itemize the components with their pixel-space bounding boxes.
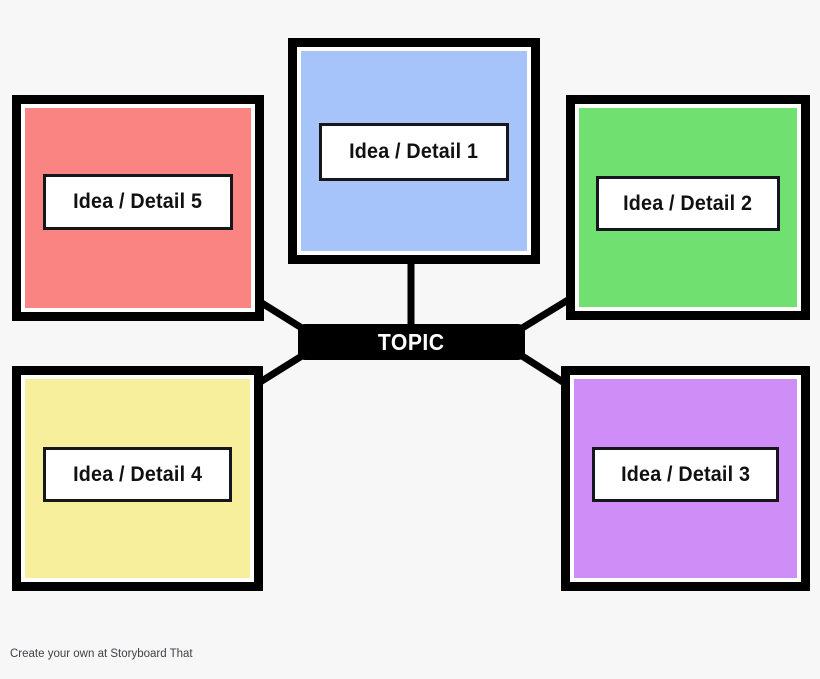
idea-node-4-label-plate[interactable]: Idea / Detail 4 <box>43 446 232 503</box>
topic-node[interactable]: TOPIC <box>298 324 525 360</box>
idea-node-3-label-plate[interactable]: Idea / Detail 3 <box>591 446 780 503</box>
idea-node-3-fill: Idea / Detail 3 <box>574 379 797 578</box>
idea-node-5-fill: Idea / Detail 5 <box>25 108 251 308</box>
idea-node-1-label: Idea / Detail 1 <box>349 140 479 163</box>
idea-node-5-label-plate[interactable]: Idea / Detail 5 <box>43 174 233 230</box>
topic-label: TOPIC <box>378 328 445 355</box>
idea-node-4[interactable]: Idea / Detail 4 <box>12 366 263 591</box>
idea-node-2-label-plate[interactable]: Idea / Detail 2 <box>596 175 780 232</box>
connector-center-to-node-2 <box>517 297 570 333</box>
idea-node-2-fill: Idea / Detail 2 <box>579 108 797 307</box>
idea-node-3[interactable]: Idea / Detail 3 <box>561 366 810 591</box>
idea-node-1-label-plate[interactable]: Idea / Detail 1 <box>319 123 509 181</box>
idea-node-1-fill: Idea / Detail 1 <box>301 51 527 251</box>
idea-node-5[interactable]: Idea / Detail 5 <box>12 95 264 321</box>
connector-center-to-node-3 <box>517 351 568 387</box>
idea-node-4-label: Idea / Detail 4 <box>72 462 202 486</box>
connector-center-to-node-5 <box>255 297 307 333</box>
idea-node-3-label: Idea / Detail 3 <box>620 462 750 486</box>
footer-attribution: Create your own at Storyboard That <box>10 648 193 660</box>
idea-node-1[interactable]: Idea / Detail 1 <box>288 38 540 264</box>
idea-node-4-fill: Idea / Detail 4 <box>25 379 250 578</box>
idea-node-5-label: Idea / Detail 5 <box>73 190 203 213</box>
idea-node-2-label: Idea / Detail 2 <box>623 191 753 215</box>
idea-node-2[interactable]: Idea / Detail 2 <box>566 95 810 320</box>
connector-center-to-node-4 <box>255 351 307 387</box>
